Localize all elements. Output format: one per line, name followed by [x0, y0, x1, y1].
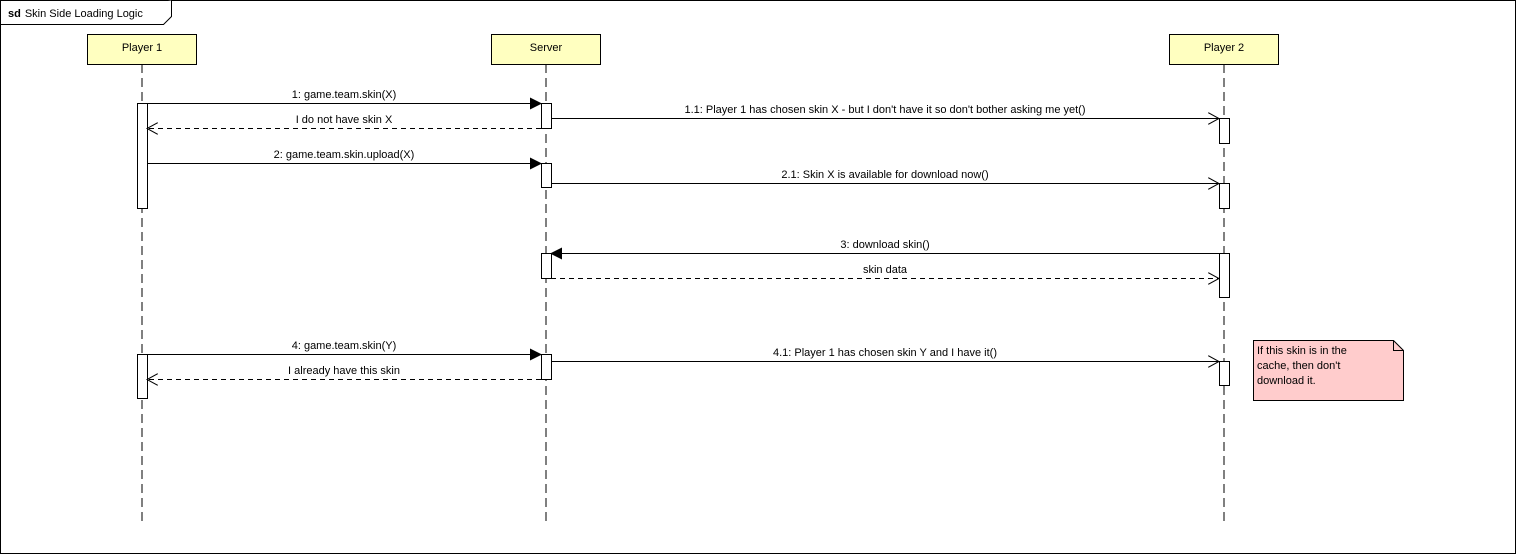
- activation-player-2-4: [1219, 361, 1230, 386]
- activation-server-4: [541, 354, 552, 380]
- activation-player-1-b: [137, 354, 148, 399]
- return-message-1-label: I do not have skin X: [296, 114, 393, 126]
- frame-title: sd Skin Side Loading Logic: [8, 8, 143, 20]
- activation-player-2-2: [1219, 183, 1230, 209]
- message-4-label: 4: game.team.skin(Y): [292, 340, 397, 352]
- message-3-label: 3: download skin(): [840, 239, 929, 251]
- lifeline-head-server[interactable]: [491, 34, 601, 65]
- lifeline-head-player-1[interactable]: [87, 34, 197, 65]
- note-line-3: download it.: [1257, 375, 1316, 387]
- message-4-1[interactable]: 4.1: Player 1 has chosen skin Y and I ha…: [551, 347, 1219, 362]
- frame-tab: [0, 0, 172, 25]
- message-1-1-label: 1.1: Player 1 has chosen skin X - but I …: [684, 104, 1085, 116]
- note-line-1: If this skin is in the: [1257, 345, 1347, 357]
- frame-keyword: sd: [8, 8, 21, 20]
- message-3[interactable]: 3: download skin(): [550, 239, 1219, 260]
- message-2-1[interactable]: 2.1: Skin X is available for download no…: [551, 169, 1219, 184]
- activation-player-2-3: [1219, 253, 1230, 298]
- note-line-2: cache, then don't: [1257, 360, 1340, 372]
- message-2[interactable]: 2: game.team.skin.upload(X): [147, 149, 542, 170]
- return-message-4[interactable]: I already have this skin: [147, 365, 541, 380]
- return-message-4-label: I already have this skin: [288, 365, 400, 377]
- frame-title-text: Skin Side Loading Logic: [25, 8, 144, 20]
- note[interactable]: If this skin is in the cache, then don't…: [1253, 340, 1404, 401]
- activation-server-2: [541, 163, 552, 188]
- lifeline-head-player-2[interactable]: [1169, 34, 1279, 65]
- return-message-3[interactable]: skin data: [551, 264, 1219, 279]
- activation-server-3: [541, 253, 552, 279]
- return-message-1[interactable]: I do not have skin X: [147, 114, 541, 129]
- activation-player-2-1: [1219, 118, 1230, 144]
- lifeline-label-player-1: Player 1: [122, 42, 162, 54]
- message-2-label: 2: game.team.skin.upload(X): [274, 149, 415, 161]
- lifeline-label-player-2: Player 2: [1204, 42, 1244, 54]
- message-1[interactable]: 1: game.team.skin(X): [147, 89, 542, 110]
- activation-server-1: [541, 103, 552, 129]
- message-1-label: 1: game.team.skin(X): [292, 89, 397, 101]
- message-2-1-label: 2.1: Skin X is available for download no…: [781, 169, 988, 181]
- message-4-1-label: 4.1: Player 1 has chosen skin Y and I ha…: [773, 347, 997, 359]
- activation-player-1-a: [137, 103, 148, 209]
- return-message-3-label: skin data: [863, 264, 908, 276]
- message-1-1[interactable]: 1.1: Player 1 has chosen skin X - but I …: [551, 104, 1219, 119]
- message-4[interactable]: 4: game.team.skin(Y): [147, 340, 542, 361]
- lifeline-player-1: Player 1: [87, 34, 197, 525]
- lifeline-server: Server: [491, 34, 601, 525]
- lifeline-label-server: Server: [530, 42, 563, 54]
